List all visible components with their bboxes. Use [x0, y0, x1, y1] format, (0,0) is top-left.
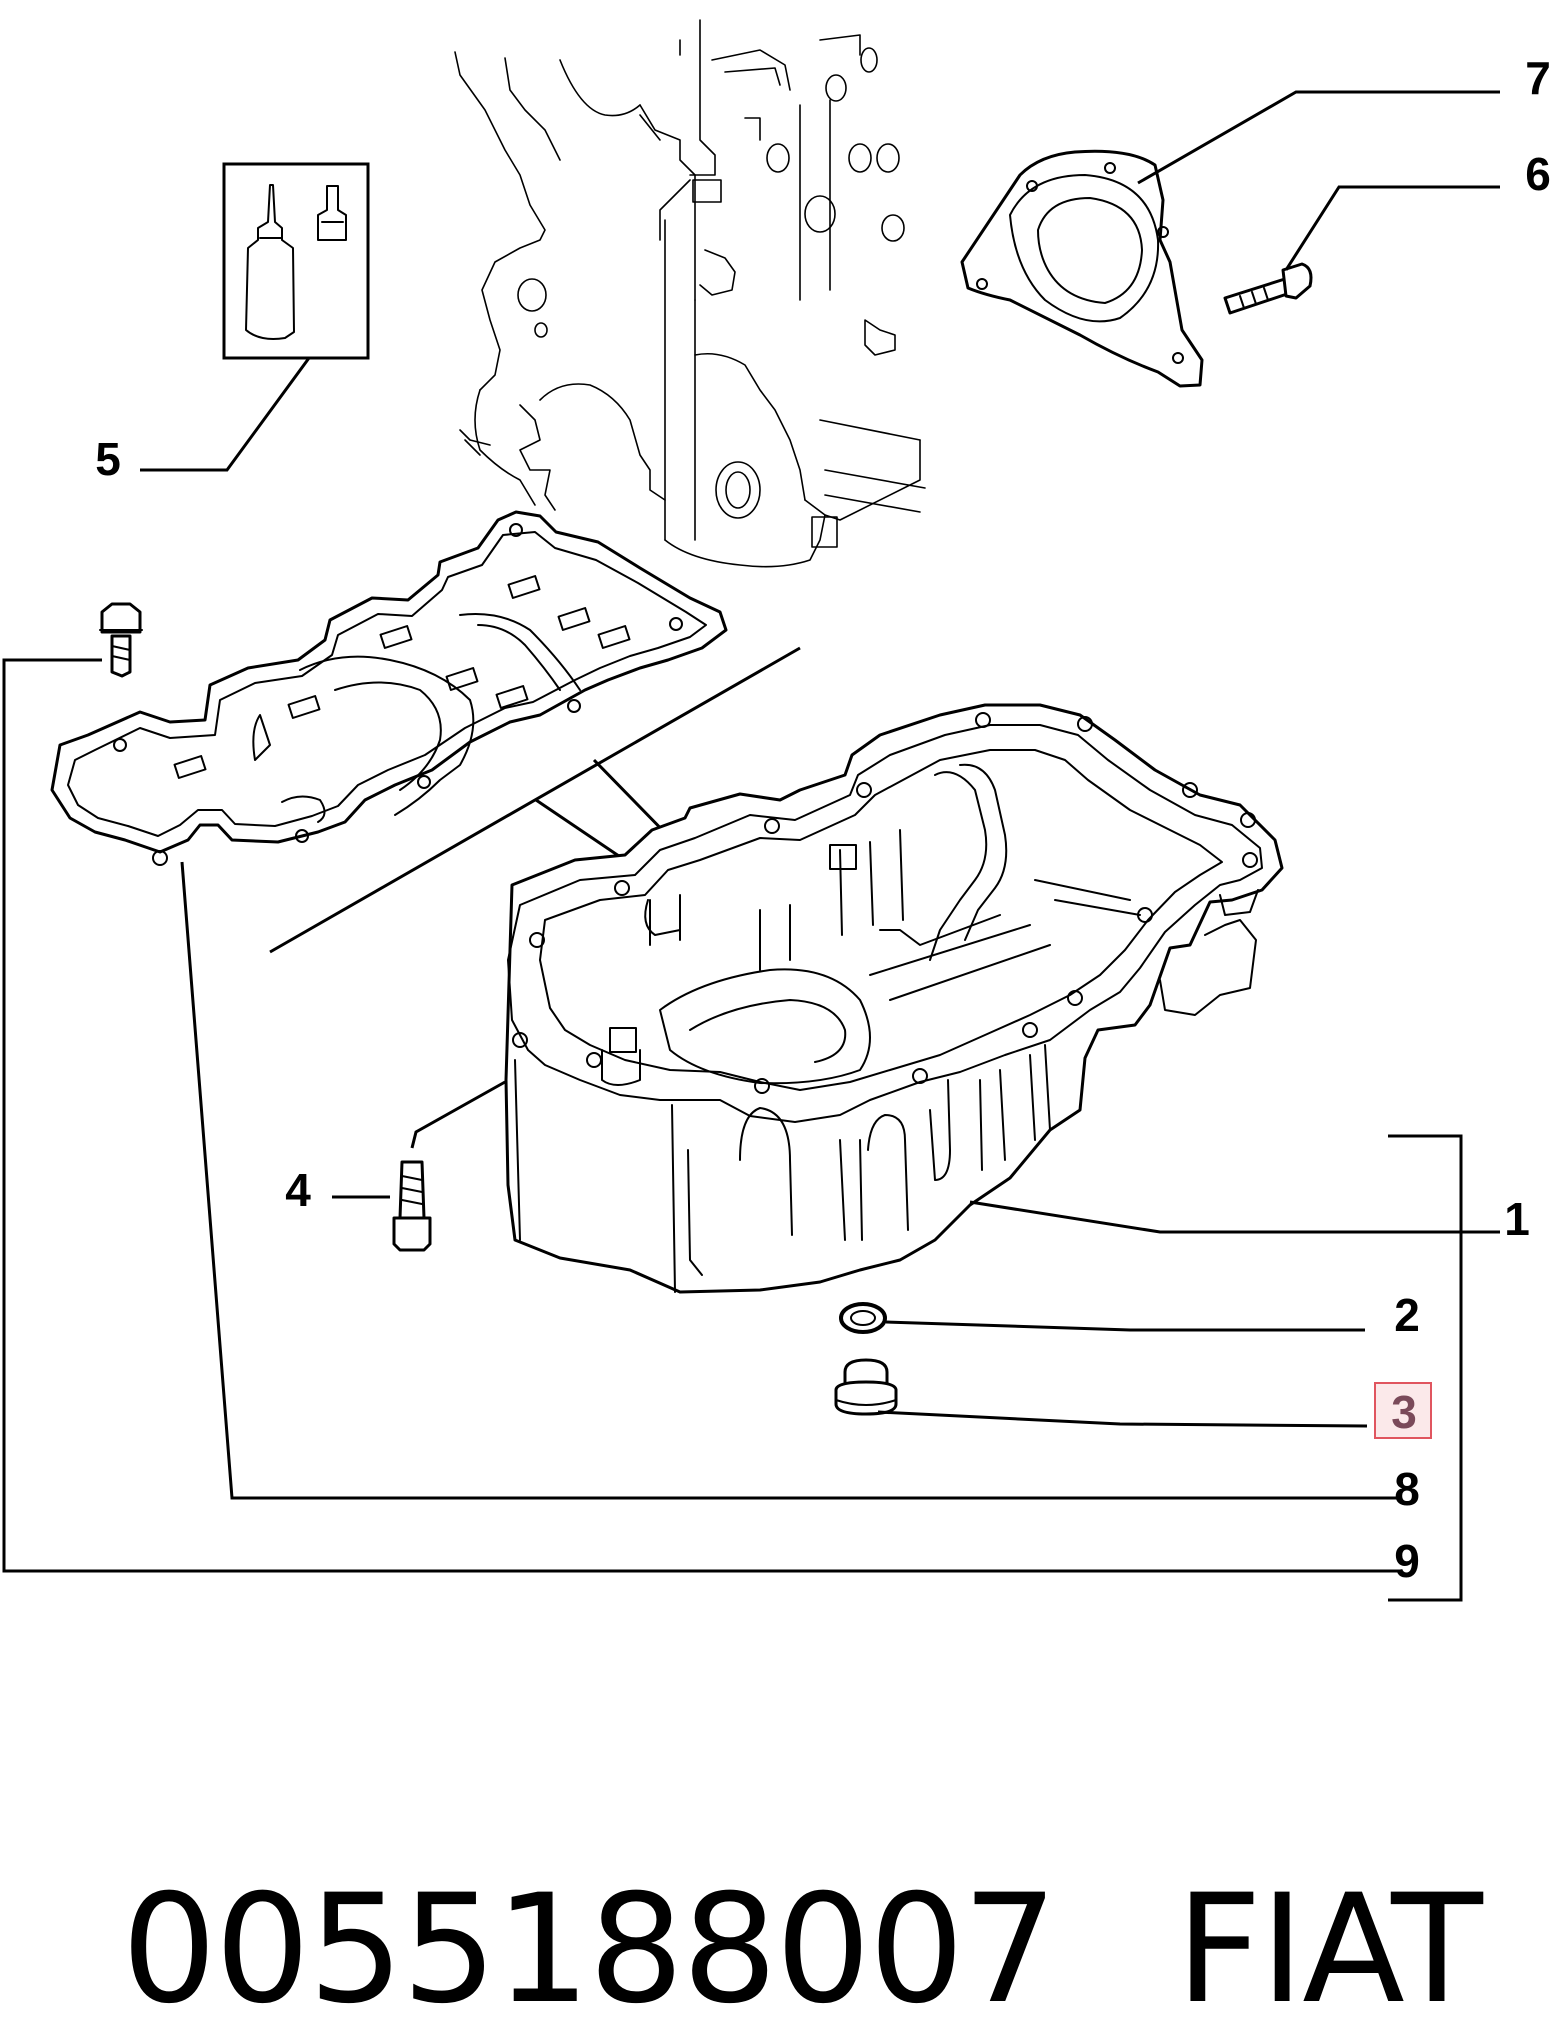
leader-line-6	[1284, 185, 1500, 271]
leader-line-8	[180, 861, 1400, 1500]
engine-block-illustration	[454, 19, 926, 568]
drain-washer-part	[839, 1302, 887, 1334]
cover-bolt-part	[1223, 262, 1313, 315]
callout-2: 2	[1394, 1289, 1420, 1341]
callout-1: 1	[1504, 1193, 1530, 1245]
part-number: 0055188007	[121, 1863, 1057, 2037]
group-bracket	[1388, 1134, 1463, 1602]
callout-7: 7	[1525, 52, 1551, 104]
callout-4: 4	[285, 1164, 311, 1216]
leader-line-5	[140, 357, 311, 472]
leader-line-9	[2, 658, 1400, 1573]
separator-line-upper	[269, 646, 801, 954]
leader-line-4-upper	[410, 1080, 506, 1149]
leader-line-2	[885, 1320, 1365, 1332]
gasket-bolt-part	[99, 602, 143, 678]
drain-plug-part	[834, 1358, 898, 1416]
callout-9: 9	[1394, 1535, 1420, 1587]
exploded-parts-diagram: 7 6 5 4 1 2 3 8 9	[2, 19, 1551, 1602]
rear-seal-cover-part	[960, 149, 1204, 388]
callout-3: 3	[1391, 1386, 1417, 1438]
leader-line-1	[969, 1200, 1500, 1234]
callout-6: 6	[1525, 148, 1551, 200]
brand-name: FIAT	[1175, 1863, 1483, 2037]
leader-line-3	[877, 1410, 1368, 1428]
callout-3-highlight-box	[1374, 1382, 1432, 1439]
leader-line-7	[1137, 90, 1500, 185]
oil-pan-part	[504, 703, 1284, 1294]
callout-8: 8	[1394, 1463, 1420, 1515]
oil-pan-bolt-part	[392, 1160, 432, 1252]
part-number-footer: 0055188007 FIAT	[30, 1680, 1483, 2040]
callout-5: 5	[95, 433, 121, 485]
oil-pan-gasket-part	[50, 510, 728, 866]
sealant-tube-box	[222, 162, 370, 360]
